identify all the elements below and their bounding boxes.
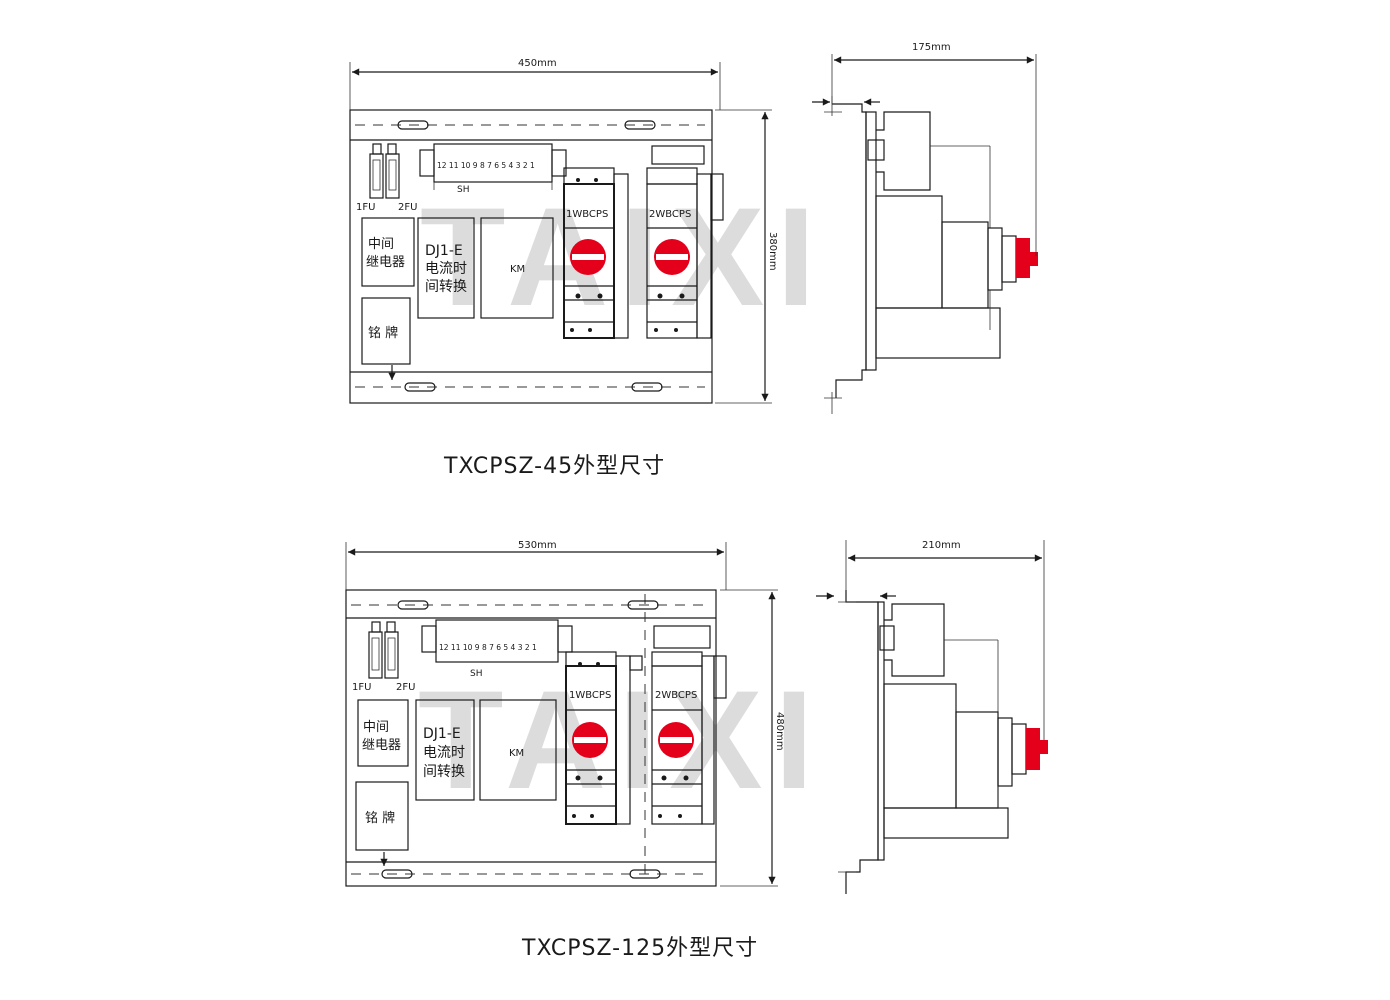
mount-slot	[404, 382, 436, 392]
relay-box	[361, 217, 415, 287]
cabinet-outline	[349, 109, 713, 404]
side-view-45	[824, 96, 1038, 414]
mount-slot	[631, 382, 663, 392]
depth-dimension: 175mm	[912, 42, 951, 53]
dj1e-label-1: DJ1-E	[425, 243, 463, 259]
breaker-2	[651, 625, 727, 825]
mount-slot	[624, 120, 656, 130]
dj1e-label-2: 电流时	[425, 261, 467, 277]
cabinet-outline	[345, 589, 717, 887]
dj1e-label-3: 间转换	[423, 763, 465, 780]
breaker-2-label: 2WBCPS	[655, 690, 697, 701]
mount-slot	[381, 869, 413, 879]
dj1e-box	[417, 217, 475, 319]
km-label: KM	[509, 748, 524, 759]
mount-slot	[627, 600, 659, 610]
dj1e-label-3: 间转换	[425, 278, 467, 295]
width-dimension: 450mm	[518, 58, 557, 69]
sh-label: SH	[457, 185, 469, 195]
terminal-numbers: 12 11 10 9 8 7 6 5 4 3 2 1	[439, 643, 537, 652]
handle-side-icon	[1026, 728, 1040, 770]
front-view-45: 1FU 2FU 12 11 10 9 8 7 6 5 4 3 2 1 SH 中间…	[349, 109, 724, 404]
breaker-1-label: 1WBCPS	[566, 209, 608, 220]
km-box	[479, 699, 557, 801]
fuse-1-label: 1FU	[352, 682, 371, 693]
side-view-125	[838, 590, 1048, 894]
fuse-block	[369, 143, 400, 199]
watermark-text: TAIXI	[418, 661, 825, 818]
height-dimension: 380mm	[767, 232, 778, 271]
km-box	[480, 217, 554, 319]
km-label: KM	[510, 264, 525, 275]
drawing-title-45: TXCPSZ-45外型尺寸	[444, 454, 666, 479]
terminal-strip	[419, 143, 567, 190]
breaker-2	[646, 145, 724, 339]
drawing-txcpsz-125: TAIXI 1FU 2FU	[345, 540, 1048, 894]
relay-label-2: 继电器	[362, 738, 401, 753]
breaker-1	[565, 651, 643, 825]
terminal-numbers: 12 11 10 9 8 7 6 5 4 3 2 1	[437, 161, 535, 170]
fuse-2-label: 2FU	[398, 202, 417, 213]
drawing-title-125: TXCPSZ-125外型尺寸	[522, 936, 759, 961]
handle-side-icon	[1016, 238, 1030, 278]
relay-box	[357, 699, 409, 767]
fuse-block	[368, 621, 399, 679]
drawing-txcpsz-45: TAIXI 1FU 2FU	[349, 42, 1038, 414]
mount-slot	[397, 600, 429, 610]
mount-slot	[397, 120, 429, 130]
height-dimension: 480mm	[774, 712, 785, 751]
nameplate-label: 铭 牌	[368, 325, 398, 341]
breaker-2-label: 2WBCPS	[649, 209, 691, 220]
dj1e-label-1: DJ1-E	[423, 726, 461, 742]
mount-slot	[629, 869, 661, 879]
dj1e-label-2: 电流时	[423, 745, 465, 761]
nameplate-label: 铭 牌	[365, 810, 395, 826]
breaker-1-label: 1WBCPS	[569, 690, 611, 701]
depth-dimension: 210mm	[922, 540, 961, 551]
width-dimension: 530mm	[518, 540, 557, 551]
fuse-2-label: 2FU	[396, 682, 415, 693]
front-view-125: 1FU 2FU 12 11 10 9 8 7 6 5 4 3 2 1 SH 中间…	[345, 589, 727, 887]
nameplate-box	[361, 297, 411, 365]
breaker-1	[563, 167, 629, 339]
dj1e-box	[415, 699, 475, 801]
watermark-text: TAIXI	[420, 178, 827, 335]
nameplate-box	[355, 781, 409, 851]
relay-label-1: 中间	[368, 237, 394, 252]
fuse-1-label: 1FU	[356, 202, 375, 213]
relay-label-1: 中间	[363, 720, 389, 735]
sh-label: SH	[470, 669, 482, 679]
terminal-strip	[421, 619, 573, 663]
relay-label-2: 继电器	[366, 255, 405, 270]
